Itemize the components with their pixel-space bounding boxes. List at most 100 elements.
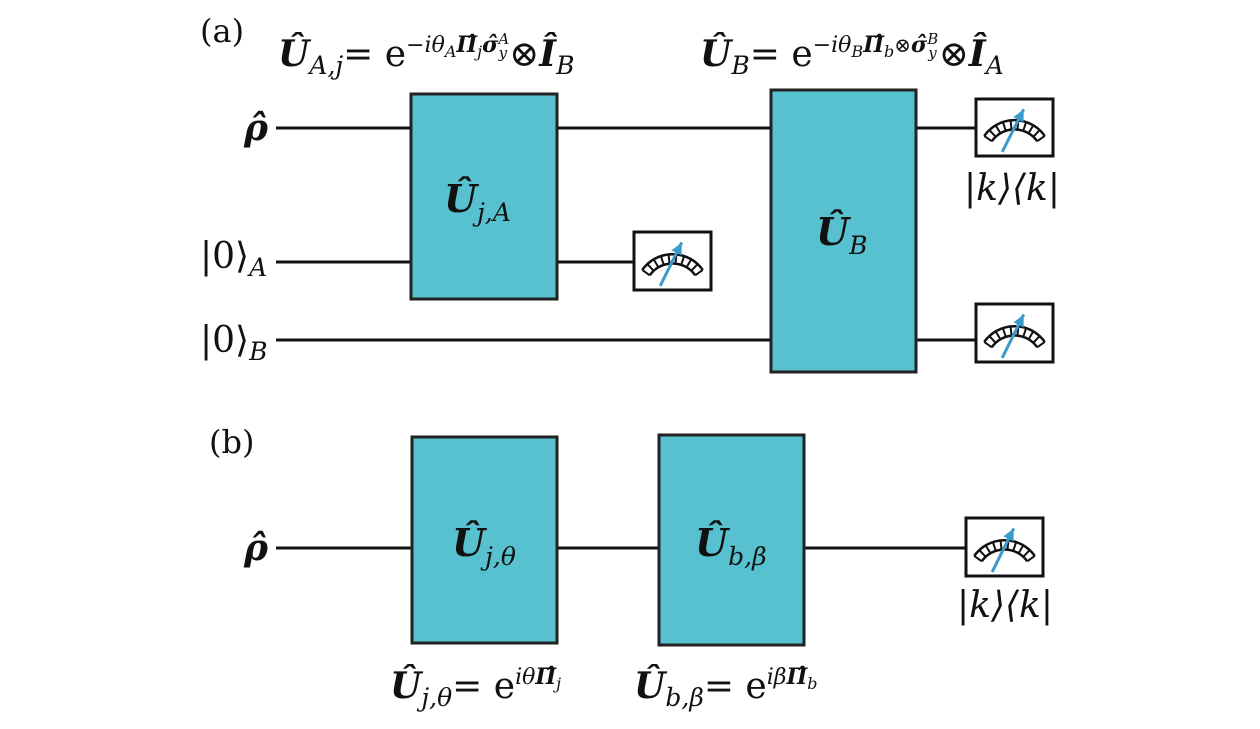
meter-icon (632, 230, 713, 292)
gate-u-ja-sub: j,A (472, 198, 511, 227)
eq-left-exp-op: Π̂ (455, 32, 478, 58)
eq-left-exp-sigma-sub: y (498, 44, 508, 62)
meter-tick (680, 255, 686, 266)
gate-u-b: ÛB (769, 88, 918, 374)
equation-u-j-theta: Ûj,θ= eiθΠ̂j (390, 664, 561, 712)
eq-left-exp-op-sub: j (474, 42, 482, 61)
meter-tick (641, 269, 651, 277)
gate-u-b-main: Û (816, 209, 852, 254)
meter-needle-head (1003, 528, 1014, 542)
meter-tick (983, 341, 993, 349)
input-ket-b: |0⟩B (200, 320, 267, 366)
meter-tick (1026, 555, 1036, 563)
eq-right-exp-op-sub: b (884, 42, 894, 61)
svg-text:ÛA,j= e−iθAΠ̂jσ̂Ay⊗ÎB: ÛA,j= e−iθAΠ̂jσ̂Ay⊗ÎB (278, 30, 574, 80)
meter-label-a: |k⟩⟨k| (964, 168, 1060, 209)
meter-icon (974, 97, 1055, 158)
meter-icon (974, 302, 1055, 364)
gate-u-ja-main: Û (444, 176, 480, 221)
gate-u-b-beta-main: Û (695, 520, 731, 565)
eq-right-rhs: = e (750, 34, 813, 75)
meter-tick (659, 255, 665, 266)
eq-right-lhs-sub: B (730, 51, 749, 80)
eq-right-exp-sub: B (850, 42, 863, 61)
input-rho-a: ρ̂ (243, 107, 269, 149)
eq-right-tail-sub: A (984, 51, 1004, 80)
meter-needle-head (671, 242, 682, 256)
meter-tick (1009, 326, 1013, 336)
eq-left-rhs: = e (343, 34, 406, 75)
meter-tick (1017, 544, 1025, 554)
meter-tick (646, 263, 655, 272)
meter-tick (1027, 124, 1035, 134)
eq-left-tail-sub: B (555, 51, 574, 80)
meter-tick (1012, 541, 1018, 552)
meter-tick (999, 540, 1003, 550)
gate-u-b-beta-sub: b,β (728, 542, 766, 571)
meter-tick (667, 254, 671, 264)
meter-tick (1001, 327, 1007, 338)
meter-tick (690, 263, 699, 272)
eq-right-exp-sigma-sup: B (926, 30, 938, 48)
meter-tick (1032, 129, 1041, 138)
eq-right-exp: −iθ (813, 33, 852, 58)
svg-text:Ûb,β: Ûb,β (695, 520, 767, 571)
meter-tick (991, 541, 997, 552)
input-rho-b: ρ̂ (243, 527, 269, 569)
eq-left-lhs-sub: A,j (307, 51, 343, 80)
meter-tick (1027, 330, 1035, 340)
eq-left-tail: ⊗ (509, 34, 539, 75)
meter-tick (1022, 549, 1031, 558)
svg-text:ÛB= e−iθBΠ̂b⊗σ̂By⊗ÎA: ÛB= e−iθBΠ̂b⊗σ̂By⊗ÎA (700, 30, 1004, 80)
meter-tick (988, 129, 997, 138)
meter-tick (988, 335, 997, 344)
meter-tick (1001, 121, 1007, 132)
meter-tick (652, 258, 660, 268)
eq-right-tail-op: Î (968, 33, 987, 75)
meter-tick (994, 330, 1002, 340)
meter-tick (983, 135, 993, 143)
gate-u-j-theta-sub: j,θ (480, 542, 516, 571)
meter-tick (1032, 335, 1041, 344)
eq-right-tail: ⊗ (939, 34, 969, 75)
svg-text:Ûj,A: Ûj,A (444, 176, 511, 227)
meter-icon (964, 516, 1045, 578)
eq-left-exp-sub: A (443, 42, 457, 61)
meter-tick (694, 269, 704, 277)
input-ket-a: |0⟩A (200, 236, 267, 282)
gate-u-ja: Ûj,A (409, 92, 559, 301)
equation-u-b-beta: Ûb,β= eiβΠ̂b (634, 664, 818, 712)
svg-text:Ûj,θ= eiθΠ̂j: Ûj,θ= eiθΠ̂j (390, 664, 561, 712)
eq-right-lhs: Û (700, 33, 734, 75)
meter-tick (978, 549, 987, 558)
meter-tick (984, 544, 992, 554)
eq-left-exp-sigma: σ̂ (482, 32, 499, 58)
eq-right-exp-mid: ⊗ (894, 33, 911, 57)
eq-right-exp-op: Π̂ (862, 32, 885, 58)
gate-u-b-sub: B (848, 231, 867, 260)
eq-left-exp-sigma-sup: A (496, 30, 509, 48)
meter-tick (1009, 120, 1013, 130)
eq-left-exp: −iθ (406, 33, 445, 58)
gate-u-b-beta: Ûb,β (657, 433, 806, 647)
eq-right-exp-sigma-sub: y (927, 44, 937, 62)
svg-text:Ûj,θ: Ûj,θ (452, 520, 516, 571)
svg-text:Ûb,β= eiβΠ̂b: Ûb,β= eiβΠ̂b (634, 664, 818, 712)
eq-left-lhs: Û (278, 33, 312, 75)
meter-needle-head (1013, 314, 1024, 328)
gate-u-j-theta-main: Û (452, 520, 488, 565)
meter-tick (1022, 121, 1028, 132)
meter-label-b: |k⟩⟨k| (957, 585, 1053, 626)
eq-right-exp-sigma: σ̂ (911, 32, 928, 58)
meter-tick (1036, 341, 1046, 349)
eq-left-tail-op: Î (538, 33, 557, 75)
meter-tick (1036, 135, 1046, 143)
meter-tick (1022, 327, 1028, 338)
svg-text:ÛB: ÛB (816, 209, 868, 260)
meter-tick (994, 124, 1002, 134)
gate-u-j-theta: Ûj,θ (410, 435, 559, 645)
